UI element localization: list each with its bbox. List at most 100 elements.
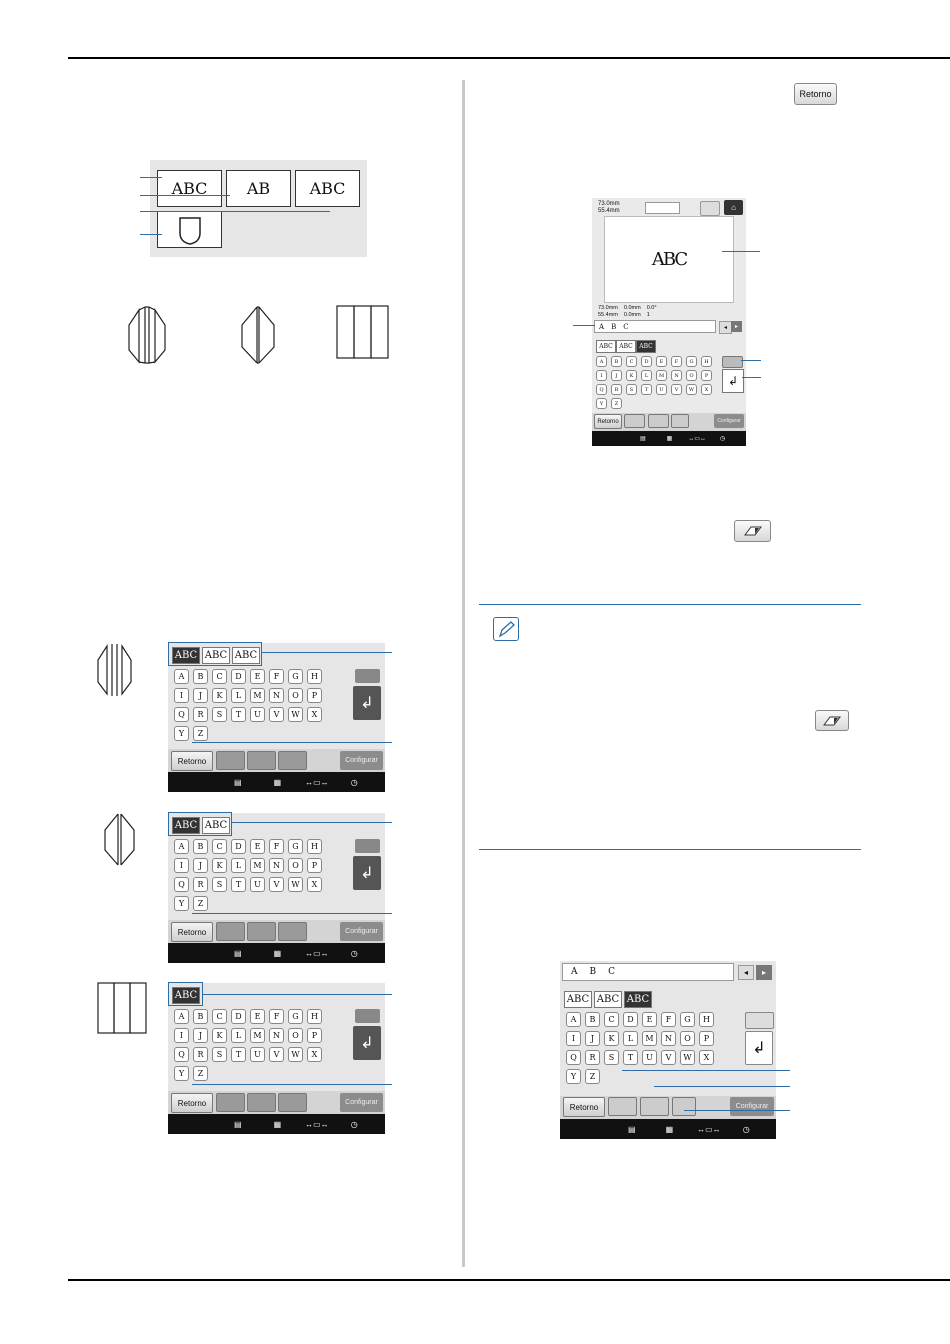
key-d[interactable]: D <box>231 1009 246 1024</box>
font-tab-2[interactable]: ABC <box>202 647 230 664</box>
key-v[interactable]: V <box>269 707 284 722</box>
key-i[interactable]: I <box>174 688 189 703</box>
key-l[interactable]: L <box>231 1028 246 1043</box>
key-v[interactable]: V <box>671 384 682 395</box>
key-e[interactable]: E <box>250 1009 265 1024</box>
frame-option-diamond[interactable]: ABC <box>157 170 222 207</box>
key-b[interactable]: B <box>193 839 208 854</box>
key-t[interactable]: T <box>231 707 246 722</box>
key-v[interactable]: V <box>269 877 284 892</box>
font-tab-2[interactable]: ABC <box>594 991 622 1008</box>
key-r[interactable]: R <box>193 877 208 892</box>
key-w[interactable]: W <box>288 877 303 892</box>
font-tab-1[interactable]: ABC <box>172 647 200 664</box>
key-o[interactable]: O <box>686 370 697 381</box>
delete-button[interactable] <box>722 356 743 368</box>
key-q[interactable]: Q <box>596 384 607 395</box>
key-v[interactable]: V <box>269 1047 284 1062</box>
key-q[interactable]: Q <box>566 1050 581 1065</box>
frame-option-oval[interactable]: AB <box>226 170 291 207</box>
font-tab-small-2[interactable]: ABC <box>616 340 636 353</box>
key-u[interactable]: U <box>642 1050 657 1065</box>
arc-button[interactable] <box>247 751 276 770</box>
key-p[interactable]: P <box>307 1028 322 1043</box>
key-u[interactable]: U <box>250 1047 265 1062</box>
key-k[interactable]: K <box>212 1028 227 1043</box>
cursor-right-button[interactable]: ▸ <box>756 965 772 980</box>
key-b[interactable]: B <box>193 669 208 684</box>
retorno-button[interactable]: Retorno <box>171 922 213 942</box>
key-s[interactable]: S <box>604 1050 619 1065</box>
enter-button[interactable]: ↲ <box>745 1031 773 1065</box>
key-n[interactable]: N <box>671 370 682 381</box>
key-x[interactable]: X <box>701 384 712 395</box>
key-u[interactable]: U <box>250 877 265 892</box>
key-h[interactable]: H <box>307 1009 322 1024</box>
spacing-button[interactable] <box>624 414 645 428</box>
align-button[interactable] <box>278 1093 307 1112</box>
key-z[interactable]: Z <box>193 1066 208 1081</box>
key-y[interactable]: Y <box>174 1066 189 1081</box>
font-tab-3[interactable]: ABC <box>232 647 260 664</box>
key-m[interactable]: M <box>642 1031 657 1046</box>
key-w[interactable]: W <box>288 707 303 722</box>
key-c[interactable]: C <box>604 1012 619 1027</box>
key-r[interactable]: R <box>193 1047 208 1062</box>
key-c[interactable]: C <box>212 669 227 684</box>
key-z[interactable]: Z <box>585 1069 600 1084</box>
key-i[interactable]: I <box>174 1028 189 1043</box>
key-g[interactable]: G <box>288 839 303 854</box>
spacing-button[interactable] <box>216 1093 245 1112</box>
key-j[interactable]: J <box>611 370 622 381</box>
key-o[interactable]: O <box>288 1028 303 1043</box>
key-k[interactable]: K <box>626 370 637 381</box>
key-d[interactable]: D <box>231 669 246 684</box>
arc-button[interactable] <box>247 922 276 941</box>
key-u[interactable]: U <box>250 707 265 722</box>
key-m[interactable]: M <box>656 370 667 381</box>
frame-option-block[interactable]: ABC <box>295 170 360 207</box>
key-d[interactable]: D <box>623 1012 638 1027</box>
font-tab-1[interactable]: ABC <box>172 817 200 834</box>
key-f[interactable]: F <box>661 1012 676 1027</box>
key-y[interactable]: Y <box>174 896 189 911</box>
key-r[interactable]: R <box>611 384 622 395</box>
text-input-field[interactable]: A B C <box>594 320 716 333</box>
key-l[interactable]: L <box>641 370 652 381</box>
key-q[interactable]: Q <box>174 1047 189 1062</box>
key-r[interactable]: R <box>193 707 208 722</box>
key-i[interactable]: I <box>174 858 189 873</box>
configurar-button[interactable]: Configurar <box>340 922 383 941</box>
key-c[interactable]: C <box>212 839 227 854</box>
delete-button-memo[interactable] <box>815 710 849 731</box>
configurar-button[interactable]: Configurar <box>340 1093 383 1112</box>
home-button[interactable]: ⌂ <box>724 200 743 215</box>
key-x[interactable]: X <box>699 1050 714 1065</box>
key-s[interactable]: S <box>212 877 227 892</box>
key-b[interactable]: B <box>585 1012 600 1027</box>
key-b[interactable]: B <box>193 1009 208 1024</box>
key-j[interactable]: J <box>193 1028 208 1043</box>
key-w[interactable]: W <box>680 1050 695 1065</box>
retorno-button[interactable]: Retorno <box>171 751 213 771</box>
key-y[interactable]: Y <box>596 398 607 409</box>
font-tab-small-3[interactable]: ABC <box>636 340 656 353</box>
key-x[interactable]: X <box>307 707 322 722</box>
retorno-button[interactable]: Retorno <box>563 1097 605 1117</box>
align-button[interactable] <box>672 1097 696 1116</box>
key-f[interactable]: F <box>269 839 284 854</box>
key-b[interactable]: B <box>611 356 622 367</box>
key-g[interactable]: G <box>288 1009 303 1024</box>
key-j[interactable]: J <box>193 688 208 703</box>
key-f[interactable]: F <box>269 669 284 684</box>
delete-button[interactable] <box>355 839 380 853</box>
font-tab-1[interactable]: ABC <box>564 991 592 1008</box>
key-g[interactable]: G <box>288 669 303 684</box>
key-r[interactable]: R <box>585 1050 600 1065</box>
key-n[interactable]: N <box>269 1028 284 1043</box>
key-z[interactable]: Z <box>611 398 622 409</box>
key-s[interactable]: S <box>626 384 637 395</box>
font-tab-1[interactable]: ABC <box>172 987 200 1004</box>
key-i[interactable]: I <box>566 1031 581 1046</box>
key-z[interactable]: Z <box>193 726 208 741</box>
